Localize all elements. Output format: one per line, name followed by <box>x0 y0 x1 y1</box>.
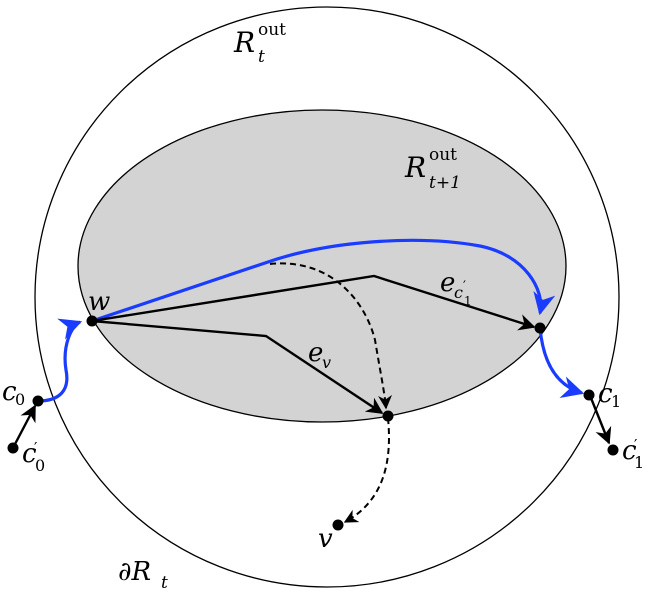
svg-text:e: e <box>440 268 455 298</box>
label-e-v: e v <box>308 338 331 372</box>
node-target-upper <box>534 322 546 334</box>
svg-text:e: e <box>308 338 323 368</box>
svg-text:out: out <box>429 145 457 165</box>
node-c1-prime <box>607 444 619 456</box>
label-c1: c 1 <box>598 379 621 411</box>
dashed-path-to-lower-node <box>269 262 393 410</box>
svg-text:1: 1 <box>611 392 621 411</box>
svg-text:c: c <box>22 439 37 469</box>
edge-e-v <box>91 319 384 414</box>
node-v <box>332 519 344 531</box>
dashed-path-to-v <box>343 417 390 523</box>
label-boundary-r-t: ∂R t <box>118 557 168 593</box>
blue-path-target-to-c1 <box>538 327 585 398</box>
svg-text:′: ′ <box>634 436 638 454</box>
svg-text:1: 1 <box>634 453 644 472</box>
svg-text:c: c <box>454 283 463 302</box>
label-v: v <box>318 524 333 554</box>
svg-text:c: c <box>598 379 613 409</box>
svg-text:0: 0 <box>35 456 45 475</box>
svg-text:out: out <box>258 20 286 40</box>
svg-text:t: t <box>258 47 265 67</box>
blue-path-w-to-target <box>91 238 556 323</box>
label-c0-prime: c ′ 0 <box>22 439 45 475</box>
edge-e-c1-prime <box>91 274 536 331</box>
inner-region-r-t-plus-1 <box>77 109 567 423</box>
svg-text:c: c <box>622 436 637 466</box>
svg-text:∂R: ∂R <box>118 557 151 587</box>
svg-text:t: t <box>161 573 168 593</box>
svg-text:c: c <box>2 377 17 407</box>
label-c1-prime: c ′ 1 <box>622 436 644 472</box>
svg-text:′: ′ <box>463 279 466 294</box>
svg-text:′: ′ <box>34 439 38 457</box>
node-c0 <box>32 395 44 407</box>
label-r-t-plus-1-out: R out t+1 <box>404 145 461 193</box>
svg-text:R: R <box>404 151 426 184</box>
node-c0-prime <box>7 442 19 454</box>
label-c0: c 0 <box>2 377 25 409</box>
edge-c0-prime-to-c0 <box>12 404 37 447</box>
node-c1 <box>583 389 595 401</box>
label-e-c1-prime: e c ′ 1 <box>440 268 472 308</box>
svg-text:t+1: t+1 <box>429 173 461 193</box>
svg-text:1: 1 <box>464 294 472 308</box>
svg-text:v: v <box>322 353 331 372</box>
svg-text:R: R <box>233 26 255 59</box>
node-target-lower <box>382 410 394 422</box>
label-w: w <box>88 287 110 317</box>
label-r-t-out: R out t <box>233 20 286 67</box>
node-w <box>86 315 98 327</box>
edge-c1-to-c1-prime <box>589 397 612 445</box>
svg-text:0: 0 <box>15 390 25 409</box>
blue-path-c0-to-w <box>37 318 83 403</box>
